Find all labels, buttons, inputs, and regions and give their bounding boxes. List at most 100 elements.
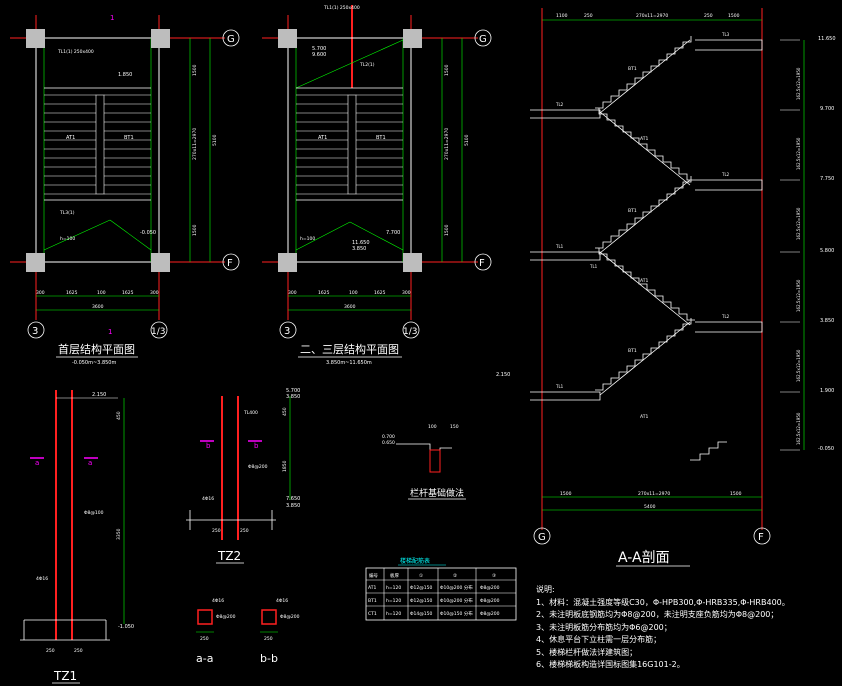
design-notes: 说明: 1、材料：混凝土强度等级C30，Φ-HPB300,Φ-HRB335,Φ-…: [536, 584, 836, 672]
plan2-axis-left: 3: [284, 326, 290, 337]
table-r1c0: BT1: [368, 598, 377, 604]
tz2-group: 5.700 3.850 7.650 3.850 b b 450 1850 4Φ1…: [186, 388, 300, 564]
sec-a-title: a-a: [196, 652, 213, 665]
tz1-bar0: 4Φ16: [36, 576, 48, 582]
plan2-dim-r0: 1500: [444, 64, 450, 76]
tz2-dim1: 1850: [282, 460, 288, 472]
plan2-level-b: 3.850: [352, 246, 366, 252]
sec-flight-4: BT1: [628, 348, 637, 354]
column-corner: [26, 253, 45, 272]
rebar-table: 楼梯配筋表 编号 板厚 ① ② ③ AT1 h=120 Φ12@150 Φ10@…: [365, 557, 517, 621]
plan2-dim-b2: 100: [349, 290, 358, 296]
sec-level-3: 5.800: [820, 248, 834, 254]
plan2-landing-top: 5.700: [312, 46, 326, 52]
plan2-dim-r2: 1500: [444, 224, 450, 236]
sec-level-4: 3.850: [820, 318, 834, 324]
tz1-bar1: Φ8@100: [84, 510, 104, 516]
sec-level-1: 9.700: [820, 106, 834, 112]
sec-level-2: 7.750: [820, 176, 834, 182]
sec-b-bar1: Φ8@200: [280, 614, 300, 620]
tz1-group: 2.150 -1.050 a a 450 3350 4Φ16 Φ8@100 25…: [20, 390, 134, 684]
section-title: A-A剖面: [618, 550, 670, 566]
sec-level-5: 1.900: [820, 388, 834, 394]
plan1-dim-b4: 300: [150, 290, 159, 296]
sec-dim-b2: 1500: [730, 491, 742, 497]
table-title: 楼梯配筋表: [400, 557, 430, 565]
note-item: 6、楼梯梯板构造详国标图集16G101-2。: [536, 660, 685, 669]
plan2-dim-right-total: 5100: [464, 134, 470, 146]
plan2-dim-r1: 270x11=2970: [444, 128, 450, 160]
plan1-dim-right-total: 5100: [212, 134, 218, 146]
sec-tl-6: TL1: [589, 264, 598, 269]
column-corner: [151, 29, 170, 48]
railing-level1: 0.650: [382, 440, 395, 446]
plan2-level-c: 7.700: [386, 230, 400, 236]
plan1-axis-bottom: F: [227, 258, 233, 269]
sec-dim-r1: 162.5x12=1950: [796, 137, 801, 170]
table-r0c3: Φ10@200 分布: [440, 584, 473, 591]
sec-a-bar1: Φ8@200: [216, 614, 236, 620]
tz2-bar1: Φ8@200: [248, 464, 268, 470]
sec-level-0: 11.650: [818, 36, 836, 42]
tz1-top-level: 2.150: [92, 392, 106, 398]
note-item: 4、休息平台下立柱需一层分布筋；: [536, 635, 662, 644]
plan2-beam-tl1: TL1(1) 250x400: [323, 5, 360, 11]
sec-level-6: -0.050: [818, 446, 834, 452]
plan1-slab-h: h=100: [60, 236, 75, 242]
table-r1c1: h=120: [386, 598, 401, 604]
plan1-dim-b1: 1625: [66, 290, 78, 296]
plan1-subtitle: -0.050m~3.850m: [72, 360, 116, 366]
railing-title: 栏杆基础做法: [410, 487, 464, 499]
plan1-section-mark: 1: [110, 14, 114, 22]
plan2-flight-left: AT1: [318, 135, 327, 141]
sec-dim-r2: 162.5x12=1950: [796, 207, 801, 240]
plan2-dim-b0: 300: [288, 290, 297, 296]
table-r1c2: Φ12@150: [410, 598, 432, 604]
plan1-dim-r2: 1500: [192, 224, 198, 236]
tz2-mark-right: b: [254, 442, 259, 450]
tz1-mark-left: a: [35, 459, 39, 467]
plan1-flight-left: AT1: [66, 135, 75, 141]
table-r2c3: Φ10@150 分布: [440, 610, 473, 617]
plan1-dim-r0: 1500: [192, 64, 198, 76]
plan2-level-a: 11.650: [352, 240, 370, 246]
sec-left-level: 2.150: [496, 372, 510, 378]
tz1-base0: 250: [46, 648, 55, 654]
table-h4: ③: [492, 573, 496, 579]
sec-tl-4: TL2: [721, 314, 730, 319]
railing-group: 0.700 0.650 100 150 栏杆基础做法: [382, 424, 466, 500]
railing-dim1: 150: [450, 424, 459, 430]
plan2-landing-top2: 9.600: [312, 52, 326, 58]
sec-dim-r0: 162.5x12=1950: [796, 67, 801, 100]
table-h3: ②: [453, 573, 457, 579]
tz2-level2: 7.650: [286, 496, 300, 502]
plan1-beam-tl3: TL3(1): [59, 210, 75, 216]
sec-axis-left: G: [538, 532, 546, 543]
sec-dim-b1: 270x11=2970: [638, 491, 670, 497]
plan1-floor-level: -0.050: [140, 230, 156, 236]
sec-tl-3: TL1: [555, 244, 564, 249]
tz2-title: TZ2: [217, 549, 241, 563]
plan1-dim-b3: 1625: [122, 290, 134, 296]
sec-b-bar0: 4Φ16: [276, 598, 288, 604]
sec-tl-5: TL1: [555, 384, 564, 389]
sec-a-dim: 250: [200, 636, 209, 642]
plan2-axis-bottom: F: [479, 258, 485, 269]
note-item: 2、未注明板底钢筋均为Φ8@200，未注明支座负筋均为Φ8@200；: [536, 610, 779, 619]
tz1-bottom-level: -1.050: [118, 624, 134, 630]
tz2-tl: TL400: [243, 410, 258, 416]
tz1-base1: 250: [74, 648, 83, 654]
plan2-dim-total: 3600: [344, 304, 356, 310]
table-r2c2: Φ14@150: [410, 611, 432, 617]
plan1-axis-left: 3: [32, 326, 38, 337]
plan1-group: AT1 BT1 1.850 -0.050 TL1(1) 250x400 TL3(…: [10, 14, 240, 366]
tz1-title: TZ1: [53, 669, 77, 683]
sec-dim-r4: 162.5x12=1950: [796, 349, 801, 382]
sec-dim-top3: 250: [704, 13, 713, 19]
sec-dim-total: 5400: [644, 504, 656, 510]
plan1-axis-right: 1/3: [151, 327, 165, 337]
tz2-bar0: 4Φ16: [202, 496, 214, 502]
plan2-axis-top: G: [479, 34, 487, 45]
column-corner: [26, 29, 45, 48]
sec-flight-1: AT1: [640, 136, 648, 142]
